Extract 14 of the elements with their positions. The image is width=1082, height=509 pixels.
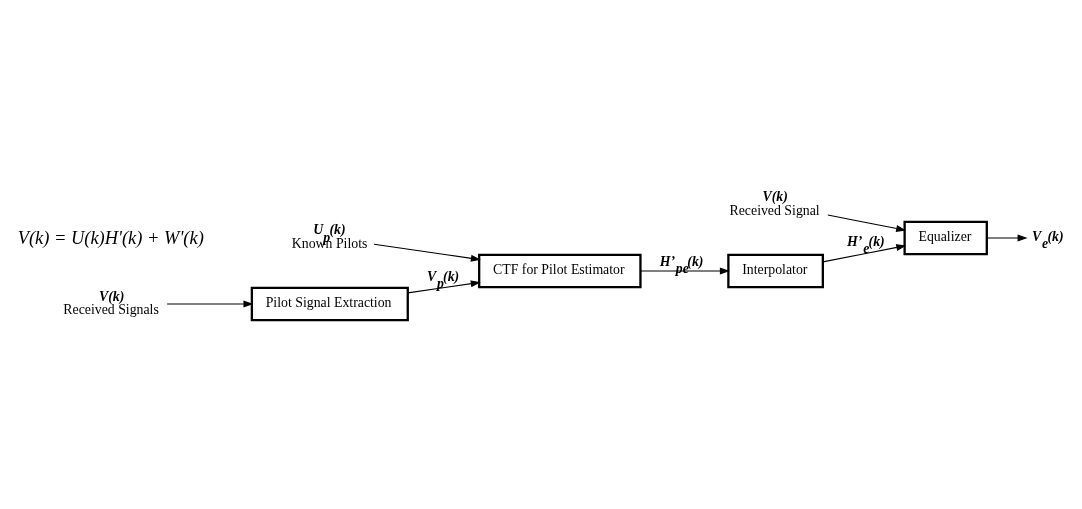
node-box: Pilot Signal Extraction — [250, 286, 409, 322]
node-text: V(k) Received Signals — [63, 288, 159, 318]
arrow — [986, 234, 1028, 242]
arrow — [373, 243, 481, 262]
arrow — [640, 267, 730, 275]
node-box: CTF for Pilot Estimator — [478, 253, 642, 289]
arrow — [166, 300, 254, 308]
label: V(k) = U(k)H'(k) + W'(k) — [17, 228, 204, 249]
arrow — [827, 214, 907, 232]
arrow — [407, 280, 481, 294]
node-text: V(k) Received Signal — [729, 189, 820, 219]
node-box: Interpolator — [727, 253, 824, 289]
node-box: Equalizer — [903, 220, 988, 256]
arrow — [822, 244, 907, 263]
